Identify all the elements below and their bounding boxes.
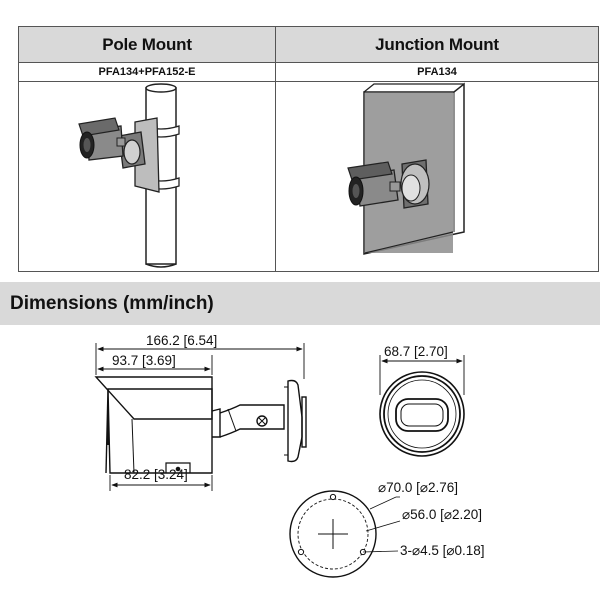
camera-front-view [379, 371, 465, 457]
mount-table: Pole Mount PFA134+PFA152-E [18, 26, 599, 272]
base-length-label: 82.2 [3.24] [124, 467, 188, 482]
total-length-label: 166.2 [6.54] [146, 333, 217, 348]
junction-mount-column: Junction Mount PFA134 [276, 27, 598, 271]
height-label: 68.7 [2.70] [384, 344, 448, 359]
camera-side-view [94, 376, 307, 474]
screw-holes-label: 3-⌀4.5 [⌀0.18] [400, 543, 485, 558]
pole-mount-model: PFA134+PFA152-E [19, 63, 275, 82]
junction-mount-drawing [347, 82, 465, 255]
body-length-label: 93.7 [3.69] [112, 353, 176, 368]
junction-mount-illustration [276, 82, 598, 273]
dimensions-drawing: 166.2 [6.54] 93.7 [3.69] 82.2 [3.24] 68.… [94, 333, 485, 578]
pole-mount-title: Pole Mount [19, 27, 275, 63]
base-plate-view [289, 490, 377, 578]
junction-mount-title: Junction Mount [276, 27, 598, 63]
pole-mount-column: Pole Mount PFA134+PFA152-E [19, 27, 276, 271]
hole-circle-diameter-label: ⌀56.0 [⌀2.20] [402, 507, 482, 522]
outer-diameter-label: ⌀70.0 [⌀2.76] [378, 480, 458, 495]
pole-mount-drawing [78, 83, 180, 268]
junction-mount-model: PFA134 [276, 63, 598, 82]
dimensions-title: Dimensions (mm/inch) [0, 282, 600, 325]
pole-mount-illustration [19, 82, 275, 273]
